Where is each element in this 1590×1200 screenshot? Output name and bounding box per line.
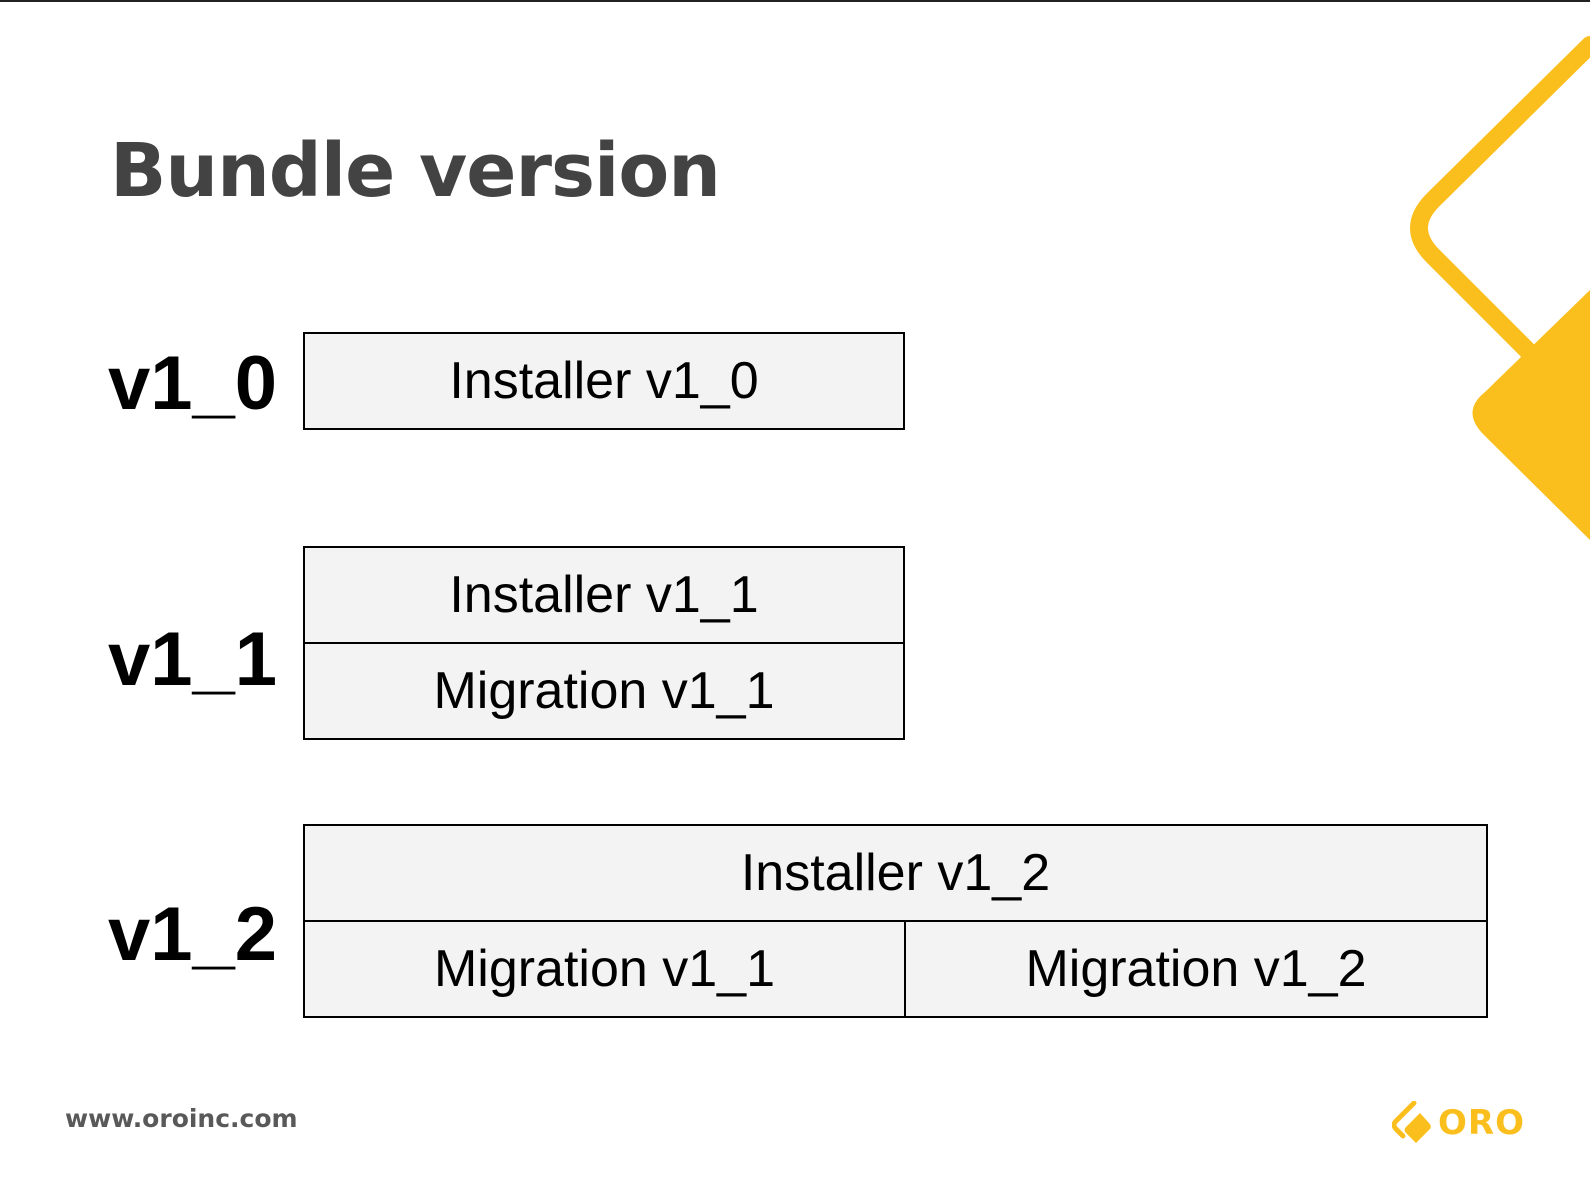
migration-box-v1-2-b: Migration v1_2 (904, 920, 1488, 1018)
footer-url: www.oroinc.com (65, 1104, 298, 1133)
installer-box-v1-0: Installer v1_0 (303, 332, 905, 430)
version-label-v1-0: v1_0 (108, 341, 278, 426)
version-label-v1-2: v1_2 (108, 892, 278, 977)
version-label-v1-1: v1_1 (108, 617, 278, 702)
footer-logo: ORO (1392, 1100, 1525, 1146)
installer-box-v1-1: Installer v1_1 (303, 546, 905, 644)
top-rule (0, 0, 1590, 2)
logo-text: ORO (1438, 1103, 1525, 1143)
installer-box-v1-2: Installer v1_2 (303, 824, 1488, 922)
slide-title: Bundle version (110, 128, 721, 214)
migration-box-v1-2-a: Migration v1_1 (303, 920, 906, 1018)
yellow-diamond-decoration (1410, 36, 1590, 540)
oro-diamond-logo-icon (1392, 1101, 1431, 1143)
migration-box-v1-1: Migration v1_1 (303, 642, 905, 740)
